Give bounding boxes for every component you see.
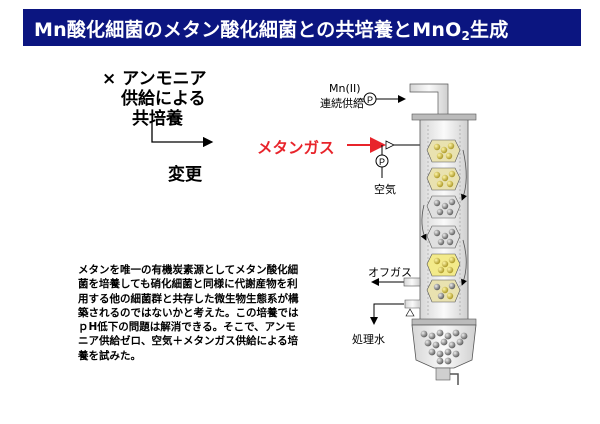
reactor-bottom xyxy=(411,324,477,369)
body-line: ニア供給ゼロ、空気＋メタンガス供給による培 xyxy=(78,335,299,348)
svg-text:P: P xyxy=(379,157,385,167)
pump-symbol: P xyxy=(367,95,373,105)
mn-supply-label-2: 連続供給 xyxy=(320,97,364,110)
description-paragraph: メタンを唯一の有機炭素源としてメタン酸化細 菌を培養しても硝化細菌と同様に代謝産… xyxy=(78,263,326,363)
body-line: 用する他の細菌群と共存した微生物生態系が構 xyxy=(78,292,299,305)
mn-supply-label-1: Mn(II) xyxy=(329,82,361,95)
methane-gas-label: メタンガス xyxy=(257,139,335,157)
coculture-line: 共培養 xyxy=(132,109,183,129)
body-line: 築されるのではないかと考えた。この培養では xyxy=(78,306,299,319)
change-label: 変更 xyxy=(168,165,202,185)
body-line: 菌を培養しても硝化細菌と同様に代謝産物を利 xyxy=(78,278,298,291)
change-arrow xyxy=(151,122,214,148)
air-label: 空気 xyxy=(374,183,396,196)
offgas-label: オフガス xyxy=(368,266,412,279)
drain-arrow xyxy=(370,303,404,325)
body-line: ｐH低下の問題は解消できる。そこで、アンモ xyxy=(78,321,296,334)
supply-line: 供給による xyxy=(121,89,206,109)
slide-title: Mn酸化細菌のメタン酸化細菌との共培養とMnO2生成 xyxy=(34,19,509,43)
drain-water-label: 処理水 xyxy=(352,333,385,346)
body-line: 養を試みた。 xyxy=(78,349,141,362)
bottom-valve xyxy=(435,367,451,381)
title-bar xyxy=(23,9,581,46)
body-line: メタンを唯一の有機炭素源としてメタン酸化細 xyxy=(78,264,299,276)
biofilm-particles xyxy=(420,142,468,365)
ammonia-line: × アンモニア xyxy=(102,69,207,89)
inlet-pipe xyxy=(409,83,449,119)
